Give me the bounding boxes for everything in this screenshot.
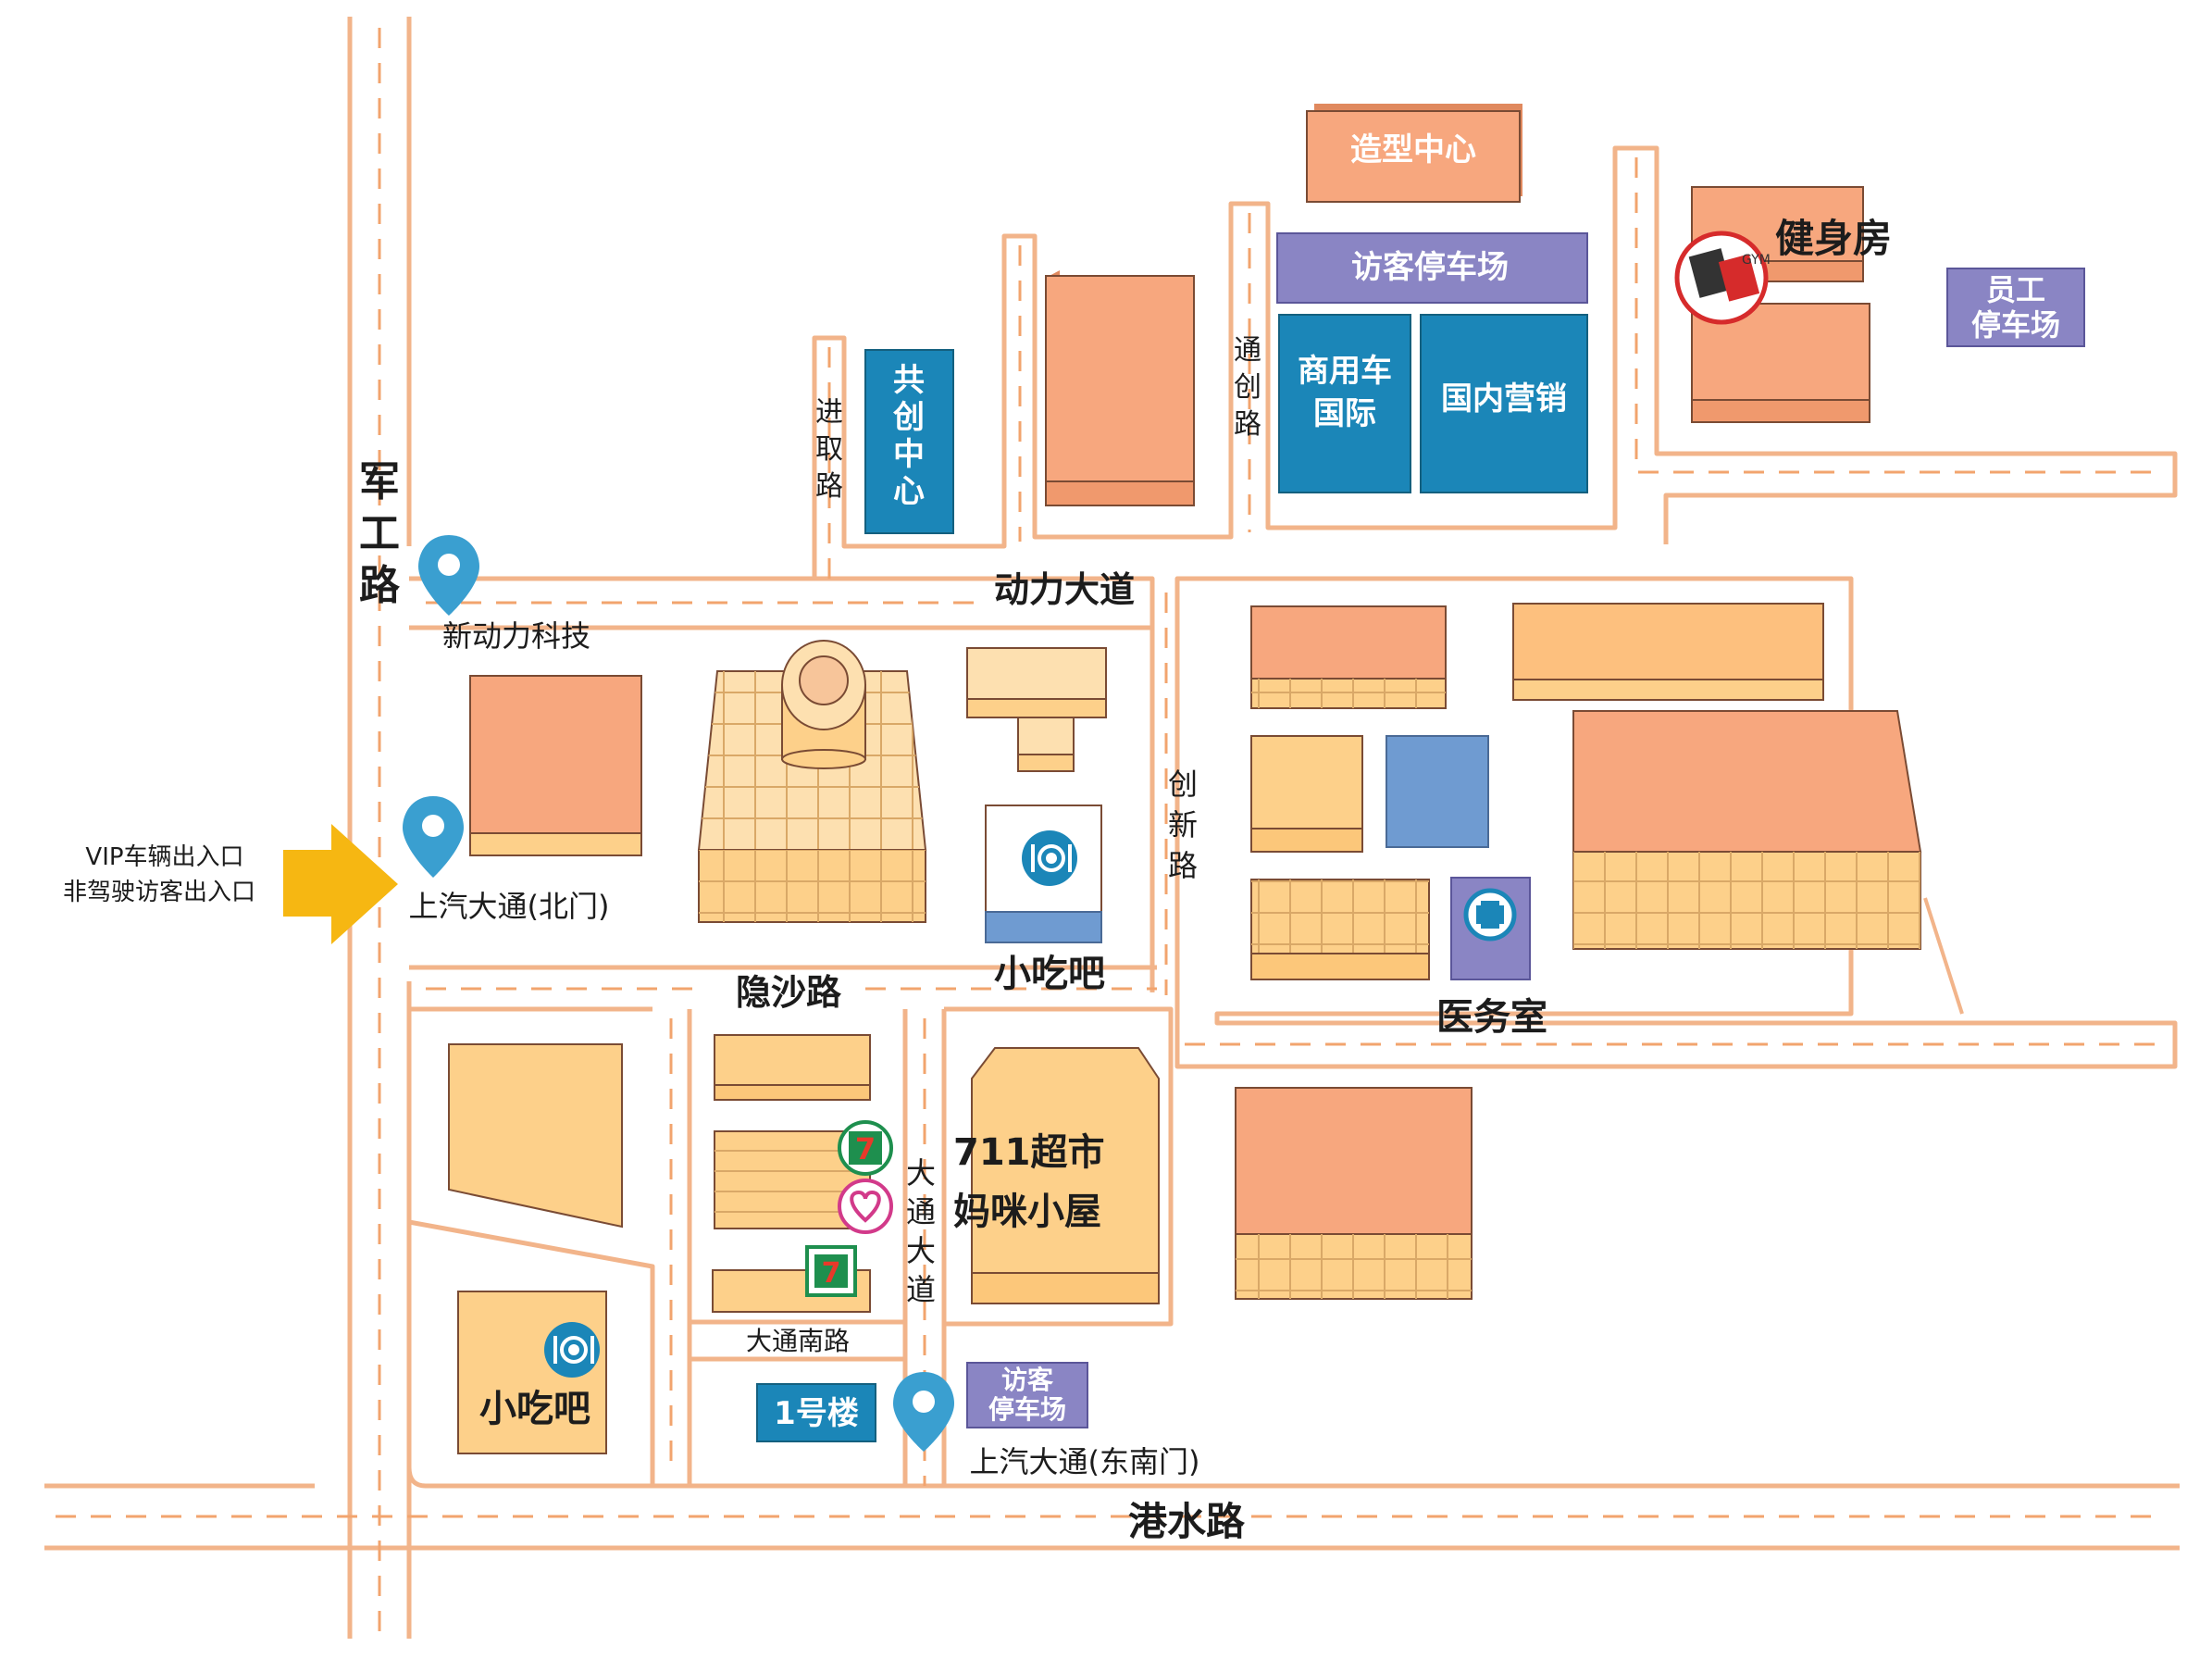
label-road-jungong: 军工路 [359, 458, 401, 609]
label-road-yinsha: 隐沙路 [736, 972, 842, 1013]
map-pin-icon[interactable] [418, 535, 479, 616]
building-north-orange-tower [1045, 270, 1195, 506]
label-mommy-room: 妈咪小屋 [953, 1191, 1101, 1233]
label-visitor-parking-south-line2: 停车场 [988, 1394, 1066, 1425]
building-snack-bar-south: 小吃吧 [457, 1291, 607, 1454]
building-east-orange-1 [1250, 605, 1447, 709]
label-snack-bar-center: 小吃吧 [994, 953, 1105, 995]
label-southeast-gate: 上汽大通(东南门) [970, 1444, 1200, 1479]
label-commercial-line1: 商用车 [1298, 353, 1392, 390]
building-domestic-marketing: 国内营销 [1420, 314, 1588, 493]
building-east-yellow-wave [1250, 879, 1430, 980]
building-east-yellow-small [1250, 735, 1363, 853]
road-center-lines [56, 28, 2166, 1639]
label-xindongli: 新动力科技 [442, 618, 590, 654]
label-seven-eleven: 711超市 [953, 1131, 1105, 1174]
label-road-chuangxin: 创新路 [1168, 767, 1198, 883]
label-domestic-marketing: 国内营销 [1441, 380, 1567, 418]
building-snack-bar-center: 小吃吧 [985, 805, 1105, 995]
seven-badge-text-2: 7 [822, 1257, 841, 1290]
building-southwest-yellow [448, 1043, 623, 1229]
label-visitor-parking-north: 访客停车场 [1351, 249, 1509, 286]
label-road-datong-avenue: 大通大道 [906, 1155, 936, 1307]
seven-badge-text: 7 [855, 1131, 876, 1166]
label-commercial-line2: 国际 [1313, 395, 1376, 432]
mommy-room-icon [838, 1179, 893, 1234]
label-road-gangshui: 港水路 [1128, 1499, 1246, 1544]
label-entrance-line1: VIP车辆出入口 [85, 843, 243, 871]
seven-eleven-icon: 7 [805, 1245, 857, 1297]
label-gongchuang: 共创中心 [892, 362, 925, 510]
label-road-datong-south: 大通南路 [746, 1326, 850, 1356]
map-pin-icon[interactable] [893, 1372, 954, 1452]
gym-badge-text: GYM [1742, 253, 1771, 268]
label-road-tongchuang: 通创路 [1234, 334, 1261, 441]
label-north-gate: 上汽大通(北门) [409, 889, 610, 924]
building-supermarket: 711超市 妈咪小屋 [953, 1047, 1160, 1304]
building-south-strip [714, 1034, 871, 1101]
building-visitor-parking-south: 访客 停车场 [966, 1362, 1088, 1428]
label-snack-bar-south: 小吃吧 [479, 1388, 590, 1430]
building-medical-room: 医务室 [1436, 877, 1547, 1039]
map-pin-icon[interactable] [403, 796, 464, 878]
label-medical-room: 医务室 [1436, 996, 1547, 1039]
label-road-jinqu: 进取路 [815, 396, 843, 503]
building-gongchuang: 共创中心 [864, 349, 954, 534]
road-network [44, 17, 2180, 1639]
restaurant-icon [544, 1322, 600, 1378]
restaurant-icon [1022, 830, 1077, 886]
gym-icon: GYM [1674, 231, 1771, 325]
label-staff-parking-line1: 员工 [1986, 272, 2045, 307]
label-gym: 健身房 [1775, 216, 1892, 261]
label-entrance-line2: 非驾驶访客出入口 [63, 879, 255, 906]
label-staff-parking-line2: 停车场 [1971, 307, 2060, 343]
building-southeast-orange [1235, 1087, 1473, 1300]
label-styling-center: 造型中心 [1350, 131, 1476, 168]
building-t-shape [966, 647, 1107, 772]
label-road-dongli: 动力大道 [994, 569, 1135, 610]
building-commercial-intl: 商用车 国际 [1278, 314, 1411, 493]
building-building1: 1号楼 [756, 1383, 876, 1442]
entrance-arrow-icon [283, 824, 398, 944]
building-east-orange-2 [1512, 603, 1824, 701]
road-dongli-edge-top [409, 145, 2178, 581]
building-gym-lower [1691, 303, 1870, 423]
building-east-large [1572, 710, 1964, 1015]
building-east-blue [1386, 735, 1489, 848]
building-main-tower [697, 640, 927, 923]
building-xindongli [469, 675, 642, 856]
seven-eleven-icon: 7 [838, 1120, 893, 1176]
building-visitor-parking-north: 访客停车场 [1276, 232, 1588, 304]
building-staff-parking: 员工 停车场 [1946, 268, 2085, 347]
label-building1: 1号楼 [774, 1395, 859, 1432]
building-styling-center: 造型中心 [1306, 104, 1522, 203]
road-yinsha-edges [409, 965, 1174, 1486]
label-visitor-parking-south-line1: 访客 [1001, 1365, 1054, 1395]
